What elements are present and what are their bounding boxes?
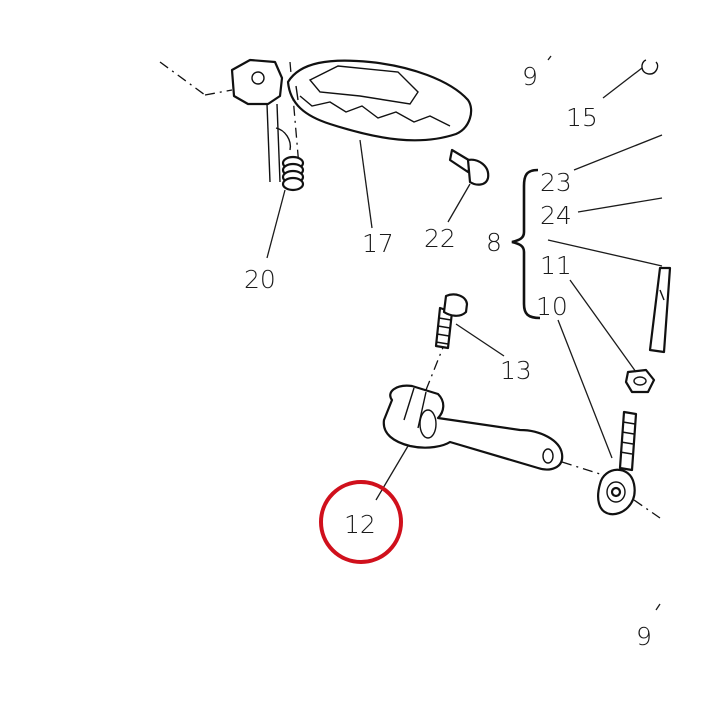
footpeg-part-17 bbox=[286, 59, 473, 142]
callout-23: 23 bbox=[540, 168, 572, 197]
bolt-part-22 bbox=[448, 148, 490, 186]
callout-11: 11 bbox=[540, 251, 572, 280]
callout-24: 24 bbox=[540, 201, 572, 230]
callout-17: 17 bbox=[362, 229, 394, 258]
spring-part-20 bbox=[275, 127, 305, 192]
callout-9-top: 9 bbox=[522, 62, 538, 91]
lever-part-12 bbox=[382, 384, 601, 475]
callout-15: 15 bbox=[566, 103, 598, 132]
callout-13: 13 bbox=[500, 356, 532, 385]
leader-lines bbox=[266, 55, 663, 611]
rod-end-part-10 bbox=[597, 410, 661, 519]
callout-8: 8 bbox=[486, 228, 502, 257]
callout-9-bottom: 9 bbox=[636, 622, 652, 651]
nut-part-11 bbox=[624, 368, 656, 394]
cylinder-edge bbox=[641, 59, 672, 354]
callout-labels: 9 15 23 24 8 11 10 17 22 20 13 12 9 bbox=[244, 62, 652, 651]
callout-10: 10 bbox=[536, 292, 568, 321]
bolt-part-13 bbox=[417, 293, 469, 411]
callout-22: 22 bbox=[424, 224, 456, 253]
callout-20: 20 bbox=[244, 265, 276, 294]
callout-12: 12 bbox=[344, 510, 376, 539]
footpeg-bracket bbox=[159, 58, 301, 183]
group-brace-8 bbox=[511, 168, 541, 320]
highlight-circle bbox=[319, 480, 403, 564]
